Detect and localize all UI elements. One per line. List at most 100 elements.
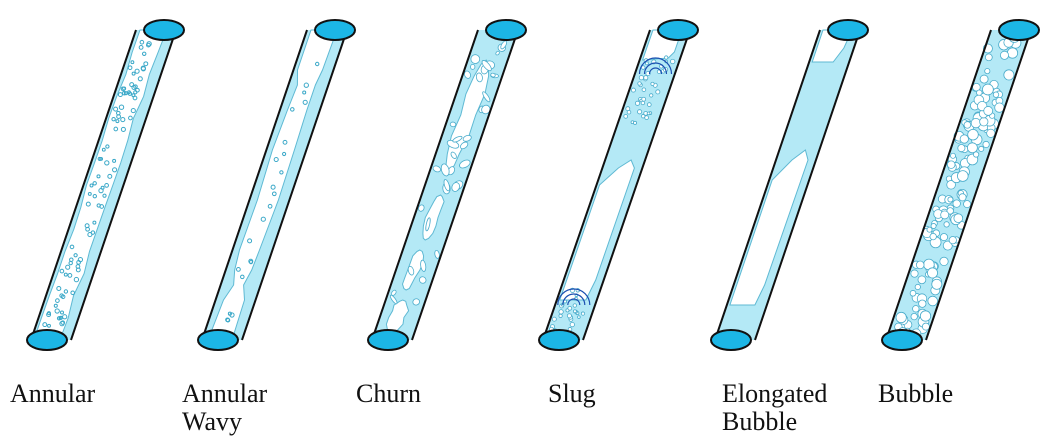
dispersed-bubble [559,314,562,317]
gas-bubble [959,194,966,201]
flow-pattern [34,30,167,340]
gas-fragment [470,64,475,69]
dispersed-bubble [568,306,572,310]
gas-bubble [973,152,978,157]
pipe-bottom-end [27,330,67,350]
gas-bubble [980,75,988,83]
gas-bubble [928,296,938,306]
gas-bubble [987,129,995,137]
dispersed-bubble [559,310,563,314]
regime-label: Annular [10,379,96,408]
dispersed-bubble [639,76,643,80]
pipe-top-end [999,20,1039,40]
gas-bubble [916,261,924,269]
dispersed-bubble [637,110,641,114]
pipe-bottom-end [198,330,238,350]
gas-bubble [1000,51,1008,59]
gas-bubble [931,223,936,228]
gas-bubble [947,161,955,169]
gas-bubble [958,144,965,151]
gas-core [34,30,167,340]
gas-bubble [964,122,971,129]
dispersed-bubble [573,304,576,307]
dispersed-bubble [665,56,668,59]
gas-bubble [968,129,979,140]
gas-bubble [983,141,989,147]
pipe-top-end [828,20,868,40]
dispersed-bubble [635,101,639,105]
gas-bubble [1007,48,1017,58]
gas-bubble [954,214,963,223]
dispersed-bubble [627,110,631,114]
pipe-slug [539,20,698,350]
dispersed-bubble [624,114,628,118]
gas-bubble [930,233,936,239]
dispersed-bubble [642,88,646,92]
dispersed-bubble [567,314,571,318]
gas-bubble [964,201,971,208]
gas-bubble [950,153,955,158]
dispersed-bubble [651,82,654,85]
gas-bubble [948,197,953,202]
gas-bubble [915,284,920,289]
pipe-elongated-bubble [711,20,868,350]
regime-label-line: Wavy [182,407,242,436]
regime-label: ElongatedBubble [722,379,827,436]
dispersed-bubble [647,112,650,115]
gas-bubble [953,200,960,207]
regime-label-line: Churn [356,379,421,408]
gas-bubble [920,311,930,321]
gas-bubble [918,276,926,284]
regime-label-line: Annular [10,379,96,408]
gas-bubble [913,306,920,313]
gas-bubble [993,92,999,98]
regime-label-line: Elongated [722,379,827,408]
dispersed-bubble [573,310,576,313]
regime-label-line: Bubble [878,379,953,408]
regime-label: Churn [356,379,421,408]
dispersed-bubble [642,97,646,101]
flow-pattern [208,30,337,340]
gas-bubble [985,54,992,61]
gas-bubble [960,135,968,143]
dispersed-bubble [645,62,648,65]
gas-fragment [450,122,456,128]
gas-bubble [911,270,918,277]
gas-bubble [940,257,948,265]
gas-bubble [967,143,977,153]
dispersed-bubble [656,90,660,94]
pipe-bottom-end [539,330,579,350]
gas-bubble [919,300,926,307]
gas-bubble [932,279,942,289]
gas-bubble [957,171,968,182]
gas-bubble [1004,70,1014,80]
gas-bubble [941,211,949,219]
pipe-bubble [882,20,1039,350]
pipe-top-end [144,20,184,40]
gas-bubble [949,237,956,244]
pipe-top-end [658,20,698,40]
gas-bubble [979,146,984,151]
regime-label-line: Annular [182,379,268,408]
pipe-annular-wavy [198,20,355,350]
regime-label-line: Slug [548,379,596,408]
dispersed-bubble [647,103,651,107]
dispersed-bubble [649,94,652,97]
gas-bubble [940,233,947,240]
gas-bubble [927,227,932,232]
gas-bubble [927,268,937,278]
regime-label-line: Bubble [722,407,797,436]
gas-bubble [944,222,949,227]
gas-bubble [896,312,906,322]
dispersed-bubble [552,317,556,321]
pipe-churn [368,20,526,350]
dispersed-bubble [570,322,574,326]
regime-label: Slug [548,379,596,408]
gas-bubble [911,313,917,319]
pipe-top-end [486,20,526,40]
dispersed-bubble [670,59,674,63]
gas-bubble [971,118,980,127]
dispersed-bubble [578,316,581,319]
